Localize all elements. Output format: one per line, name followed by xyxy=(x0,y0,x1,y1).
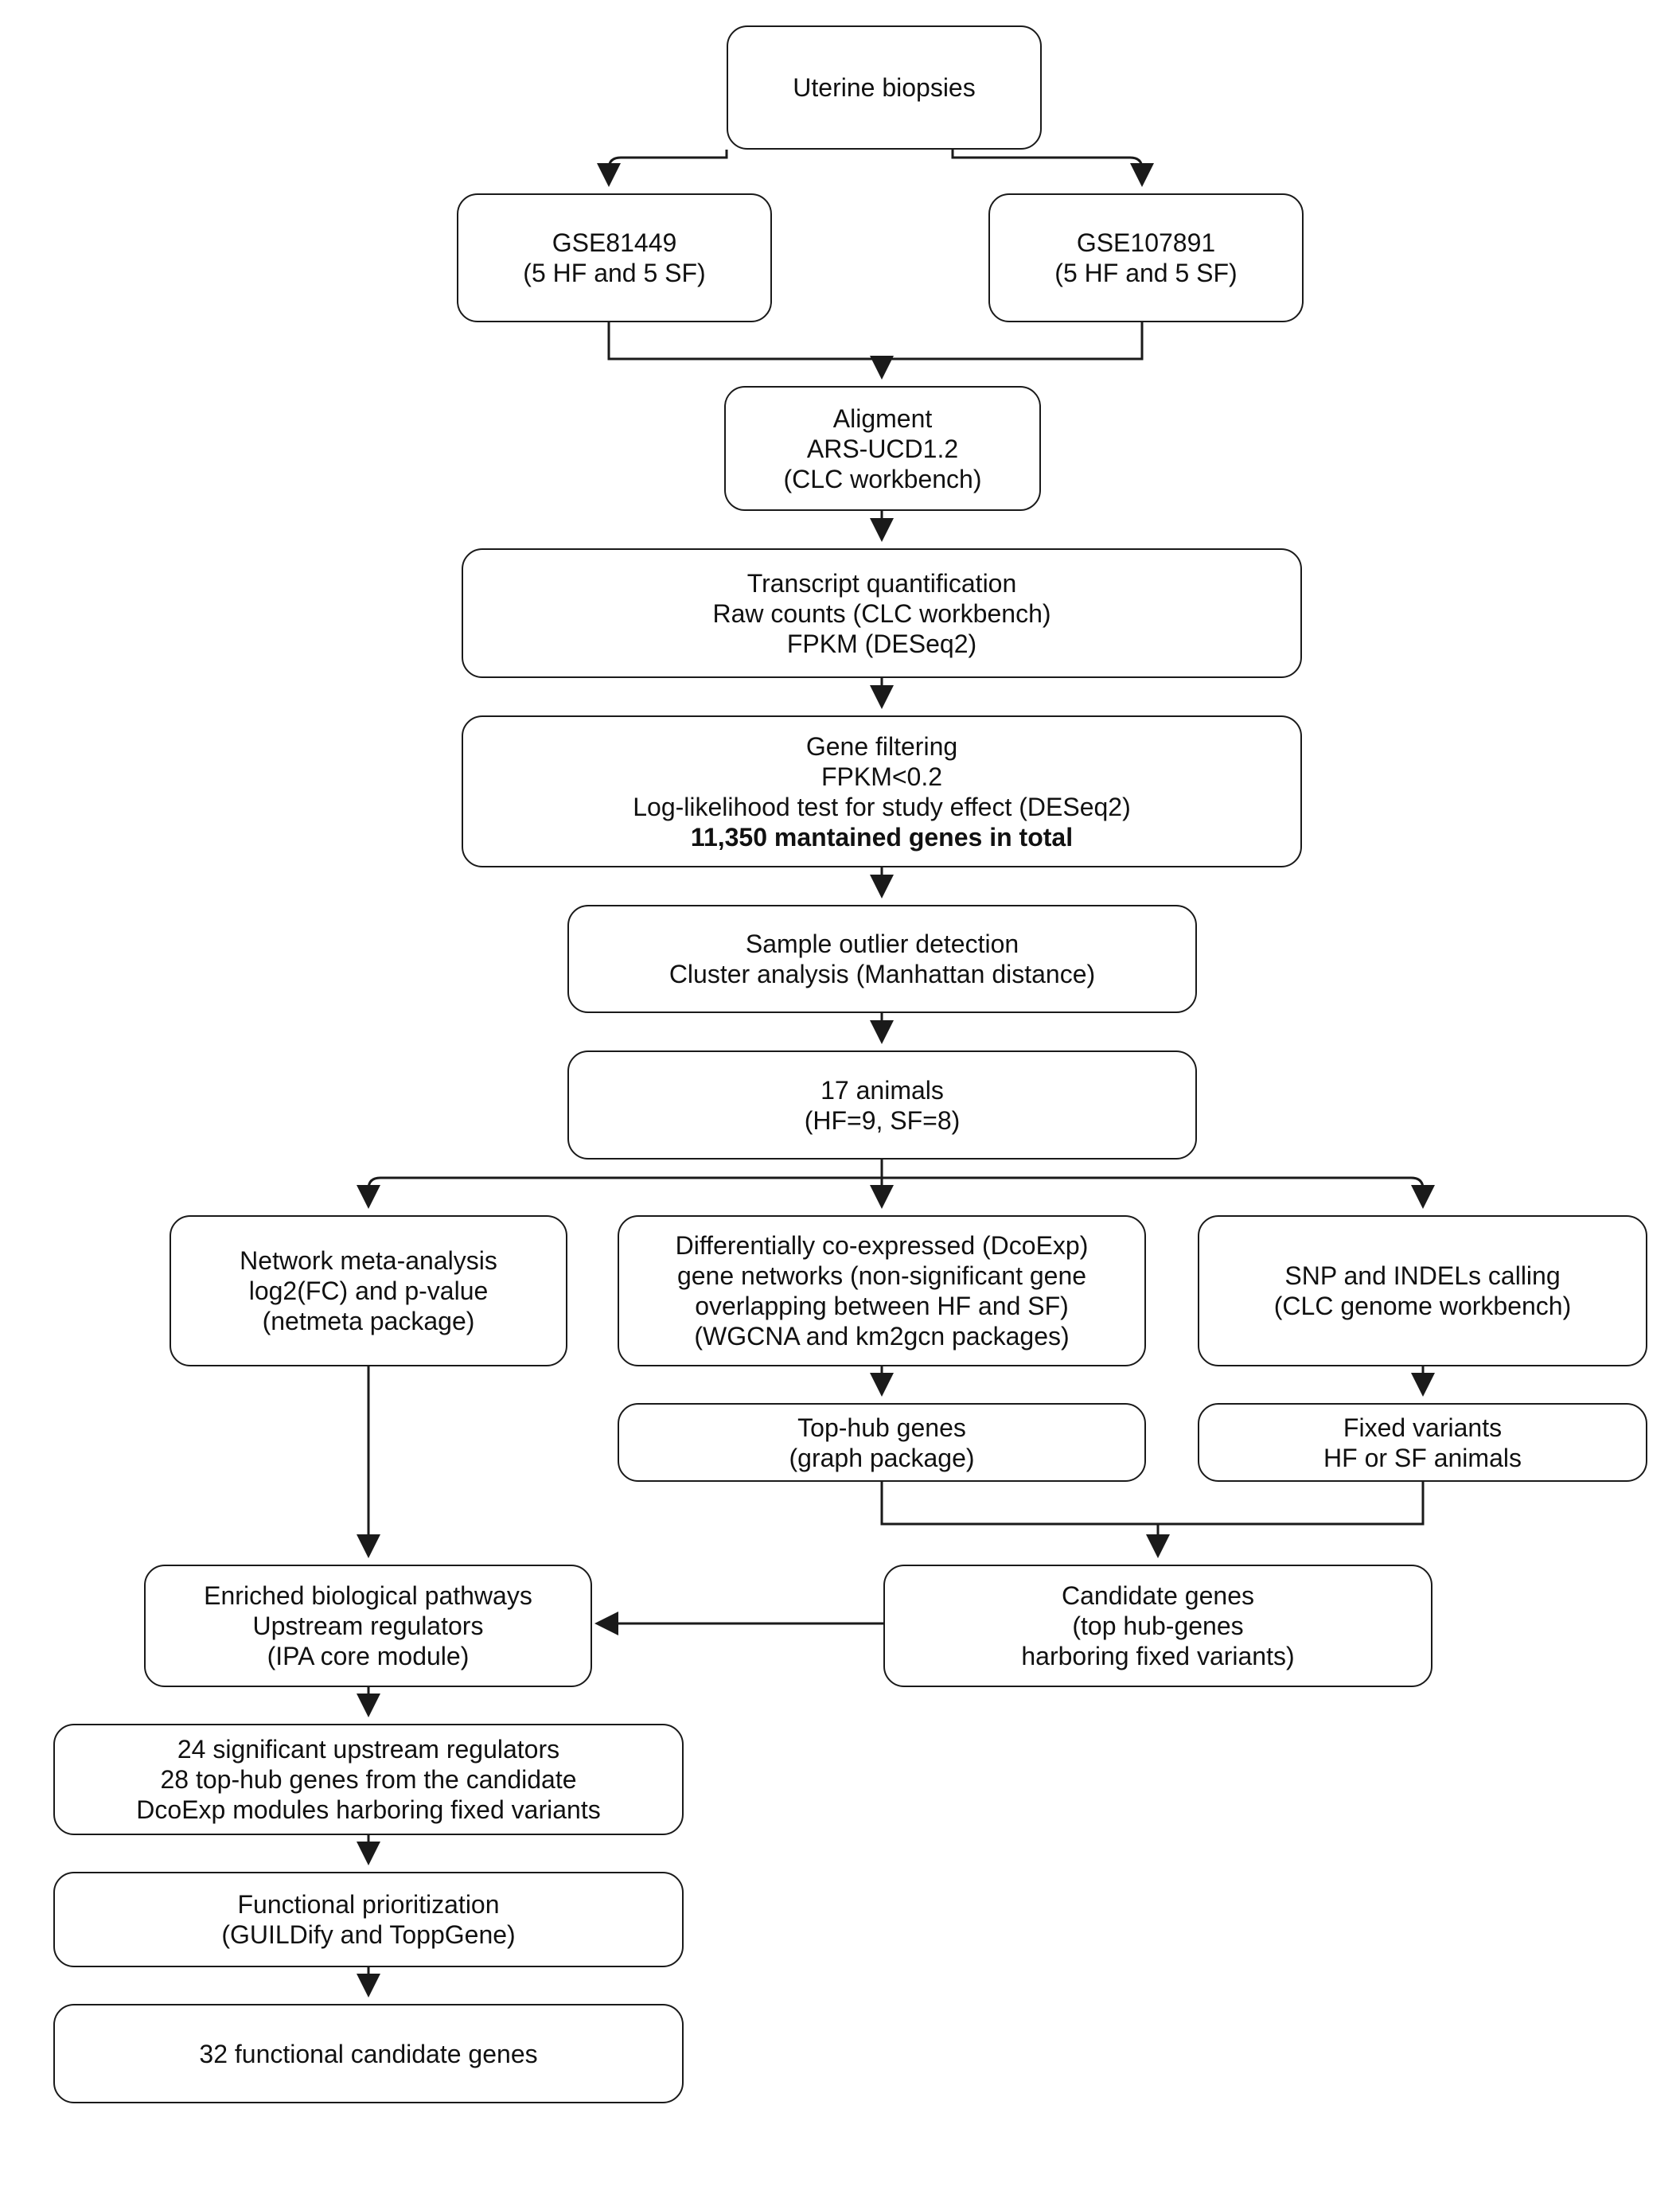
node-label: Raw counts (CLC workbench) xyxy=(712,598,1051,628)
node-label: Functional prioritization xyxy=(237,1890,500,1919)
node-label: Cluster analysis (Manhattan distance) xyxy=(668,960,1096,988)
edge-tophub-merge xyxy=(880,1482,1158,1526)
edge-fixed-merge xyxy=(1158,1482,1425,1526)
node-label: FPKM<0.2 xyxy=(821,762,943,791)
node-label: Fixed variants xyxy=(1343,1413,1503,1442)
node-network-meta-analysis: Network meta-analysis log2(FC) and p-val… xyxy=(170,1215,567,1366)
edge-uterine-to-gse81449 xyxy=(597,150,728,187)
node-snp-indels-calling: SNP and INDELs calling (CLC genome workb… xyxy=(1198,1215,1647,1366)
node-sample-outlier-detection: Sample outlier detection Cluster analysi… xyxy=(567,905,1197,1013)
node-label: Gene filtering xyxy=(805,731,958,761)
node-label: (CLC workbench) xyxy=(783,464,982,493)
node-enriched-pathways: Enriched biological pathways Upstream re… xyxy=(144,1565,592,1687)
edge-gse107891-merge xyxy=(882,322,1144,361)
node-uterine-biopsies: Uterine biopsies xyxy=(727,25,1042,150)
node-label: (GUILDify and ToppGene) xyxy=(221,1920,516,1949)
node-label: 24 significant upstream regulators xyxy=(177,1735,560,1764)
node-label: (IPA core module) xyxy=(267,1642,470,1670)
node-label: overlapping between HF and SF) xyxy=(695,1292,1069,1320)
node-label: DcoExp modules harboring fixed variants xyxy=(136,1795,601,1824)
node-label: harboring fixed variants) xyxy=(1021,1642,1295,1670)
node-label: (top hub-genes xyxy=(1072,1612,1244,1640)
node-label: gene networks (non-significant gene xyxy=(676,1261,1087,1290)
node-functional-prioritization: Functional prioritization (GUILDify and … xyxy=(53,1872,684,1967)
node-candidate-genes: Candidate genes (top hub-genes harboring… xyxy=(883,1565,1432,1687)
node-17-animals: 17 animals (HF=9, SF=8) xyxy=(567,1050,1197,1160)
node-label-bold: 11,350 mantained genes in total xyxy=(690,822,1074,852)
node-label: (WGCNA and km2gcn packages) xyxy=(694,1322,1070,1351)
node-gse107891: GSE107891 (5 HF and 5 SF) xyxy=(988,193,1304,322)
node-label: 28 top-hub genes from the candidate xyxy=(160,1765,577,1794)
node-fixed-variants: Fixed variants HF or SF animals xyxy=(1198,1403,1647,1482)
node-top-hub-genes: Top-hub genes (graph package) xyxy=(618,1403,1146,1482)
node-label: Aligment xyxy=(832,403,933,433)
edge-uterine-to-gse107891 xyxy=(951,150,1154,187)
edge-animals-to-meta xyxy=(357,1160,883,1209)
node-label: Log-likelihood test for study effect (DE… xyxy=(633,792,1131,821)
node-label: 17 animals xyxy=(821,1075,944,1105)
edge-gse81449-merge xyxy=(607,322,882,361)
node-label: GSE107891 xyxy=(1076,228,1216,257)
node-transcript-quantification: Transcript quantification Raw counts (CL… xyxy=(462,548,1302,678)
node-label: ARS-UCD1.2 xyxy=(806,434,959,463)
node-label: HF or SF animals xyxy=(1323,1443,1522,1472)
node-label: SNP and INDELs calling xyxy=(1284,1261,1561,1290)
node-label: (netmeta package) xyxy=(262,1307,475,1335)
node-alignment: Aligment ARS-UCD1.2 (CLC workbench) xyxy=(724,386,1041,511)
node-label: (CLC genome workbench) xyxy=(1273,1292,1572,1320)
node-label: (5 HF and 5 SF) xyxy=(1054,259,1238,287)
node-label: Upstream regulators xyxy=(252,1612,484,1640)
node-label: Uterine biopsies xyxy=(793,73,976,102)
node-32-functional-candidate-genes: 32 functional candidate genes xyxy=(53,2004,684,2103)
node-label: (HF=9, SF=8) xyxy=(804,1105,961,1135)
node-upstream-regulators-summary: 24 significant upstream regulators 28 to… xyxy=(53,1724,684,1835)
node-label: GSE81449 xyxy=(552,228,677,257)
node-gene-filtering: Gene filtering FPKM<0.2 Log-likelihood t… xyxy=(462,715,1302,867)
node-label: Transcript quantification xyxy=(746,568,1017,598)
node-label: Candidate genes xyxy=(1062,1581,1254,1610)
node-gse81449: GSE81449 (5 HF and 5 SF) xyxy=(457,193,772,322)
node-label: Sample outlier detection xyxy=(745,930,1019,958)
node-label: Top-hub genes xyxy=(797,1413,966,1442)
node-label: 32 functional candidate genes xyxy=(199,2039,538,2068)
node-label: Network meta-analysis xyxy=(240,1246,497,1275)
node-label: (5 HF and 5 SF) xyxy=(523,259,706,287)
edge-animals-to-snp xyxy=(882,1176,1435,1209)
node-dcoexp-networks: Differentially co-expressed (DcoExp) gen… xyxy=(618,1215,1146,1366)
node-label: Enriched biological pathways xyxy=(204,1581,532,1610)
node-label: Differentially co-expressed (DcoExp) xyxy=(675,1231,1089,1260)
node-label: log2(FC) and p-value xyxy=(248,1276,489,1305)
node-label: (graph package) xyxy=(789,1443,975,1472)
node-label: FPKM (DESeq2) xyxy=(786,629,977,658)
